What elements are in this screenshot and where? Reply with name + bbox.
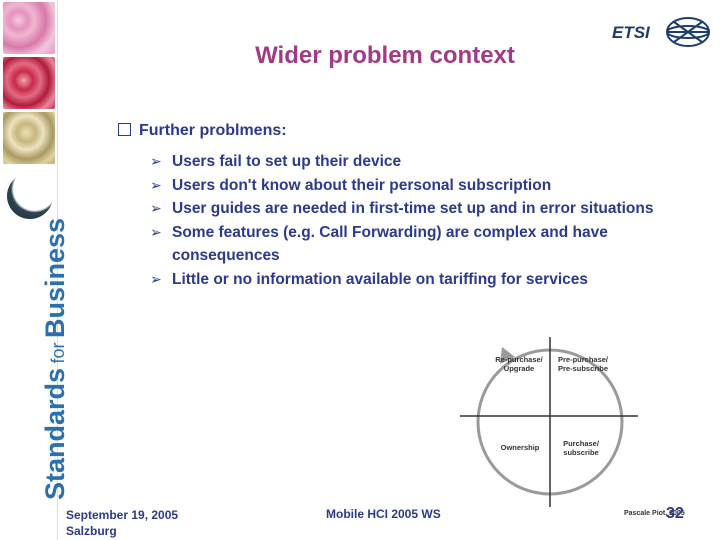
brand-business: Business (40, 217, 70, 339)
footer-location: Salzburg (66, 524, 117, 538)
bullet-list: ➢ Users fail to set up their device ➢ User… (150, 150, 680, 291)
label-line: subscribe (563, 448, 599, 457)
label-prepurchase: Pre-purchase/ Pre-subscribe (553, 355, 613, 373)
bullet-item: ➢ Users fail to set up their device (150, 150, 680, 174)
label-purchase: Purchase/ subscribe (553, 439, 609, 457)
bullet-text: Some features (e.g. Call Forwarding) are… (172, 223, 608, 265)
lifecycle-circle (460, 337, 638, 507)
bullet-item: ➢ User guides are needed in first-time se… (150, 197, 680, 221)
arrow-bullet-icon: ➢ (150, 270, 162, 287)
arrow-bullet-icon: ➢ (150, 223, 162, 240)
globe-icon (666, 17, 710, 47)
cycle-arrow-icon (500, 347, 515, 364)
label-line: Pre-subscribe (557, 364, 609, 373)
logo-text: ETSI (612, 23, 650, 42)
bullet-text: Users don't know about their personal su… (172, 176, 552, 194)
checkbox-bullet-icon (118, 123, 131, 136)
arrow-bullet-icon: ➢ (150, 200, 162, 216)
lifecycle-diagram: Re-purchase/ Upgrade Pre-purchase/ Pre-s… (455, 335, 640, 510)
bullet-text: Users fail to set up their device (172, 153, 402, 170)
bullet-item: ➢ Users don't know about their personal s… (150, 174, 680, 198)
label-line: Purchase/ (563, 439, 599, 448)
label-line: Re-purchase/ (495, 355, 543, 364)
decorative-tile-gold (3, 112, 55, 164)
brand-for: for (48, 342, 68, 364)
bullet-text: Little or no information available on ta… (172, 270, 588, 288)
bullet-item: ➢ Little or no information available on t… (150, 268, 680, 292)
decorative-tile-crescent (3, 167, 55, 219)
decorative-tile-red (3, 57, 55, 109)
label-ownership: Ownership (493, 443, 547, 452)
sidebar: Standards for Business (0, 0, 70, 540)
label-repurchase: Re-purchase/ Upgrade (491, 355, 547, 373)
slide-title: Wider problem context (255, 42, 515, 69)
label-line: Pre-purchase/ (557, 355, 609, 364)
footer-date-location: September 19, 2005 Salzburg (66, 507, 178, 539)
label-line: Ownership (500, 443, 540, 452)
brand-standards: Standards (40, 367, 70, 500)
footer-credit: Pascale Piot, 2005 (624, 510, 685, 517)
arrow-bullet-icon: ➢ (150, 153, 162, 169)
crescent-icon (7, 173, 53, 219)
section-heading-row: Further problmens: (118, 122, 287, 140)
bullet-text: User guides are needed in first-time set… (172, 200, 654, 217)
label-line: Upgrade (503, 364, 535, 373)
etsi-logo: ETSI (612, 14, 712, 50)
decorative-tile-pink (3, 2, 55, 54)
section-heading: Further problmens: (139, 122, 287, 139)
bullet-item: ➢ Some features (e.g. Call Forwarding) ar… (150, 221, 680, 268)
page-number: 32 (666, 505, 684, 522)
footer-date: September 19, 2005 (66, 508, 179, 522)
arrow-bullet-icon: ➢ (150, 176, 162, 193)
footer-event: Mobile HCI 2005 WS (326, 507, 441, 521)
sidebar-brand: Standards for Business (40, 218, 71, 500)
